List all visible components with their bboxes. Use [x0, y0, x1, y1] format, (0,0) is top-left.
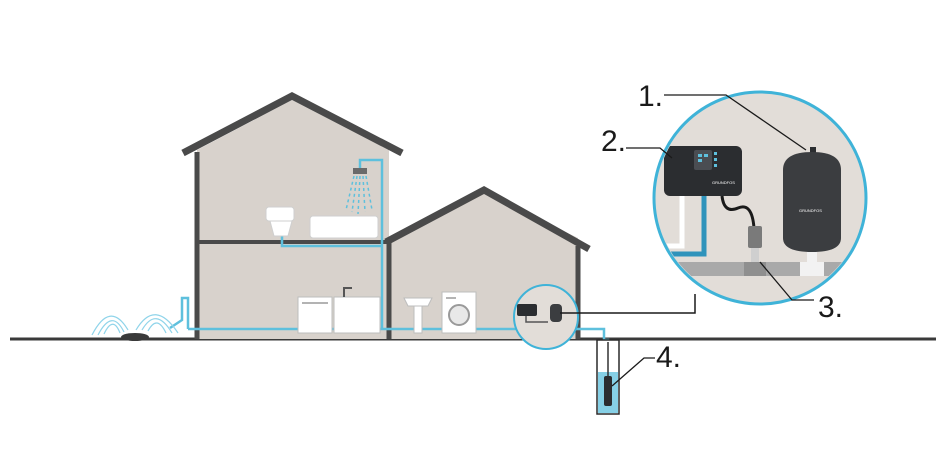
- callout-label-2: 2.: [601, 125, 627, 158]
- sprinkler-pipe: [169, 296, 190, 330]
- toilet-tank: [265, 206, 295, 222]
- annex-house-roof: [384, 186, 591, 253]
- zoom-inset: GRUNDFOS GRUNDFOS: [652, 90, 868, 306]
- submersible-pump: [604, 376, 612, 406]
- pressure-tank: GRUNDFOS: [783, 147, 841, 276]
- riser-pipe: [358, 158, 384, 329]
- bathtub: [309, 215, 379, 239]
- equipment-highlight: [513, 284, 579, 350]
- callout-label-3: 3.: [818, 291, 844, 324]
- kitchen-tap: [343, 287, 352, 297]
- tank-logo: GRUNDFOS: [799, 208, 822, 213]
- leader-4: [611, 357, 655, 387]
- washing-machine: [441, 291, 477, 334]
- mini-tank: [550, 304, 562, 322]
- callout-label-1: 1.: [638, 80, 664, 113]
- toilet-bowl: [269, 220, 293, 237]
- controller-logo: GRUNDFOS: [712, 180, 735, 185]
- toilet: [265, 206, 295, 237]
- pump-controller: GRUNDFOS: [664, 146, 742, 196]
- zoom-connector-line: [560, 294, 696, 314]
- kitchen-counter: [333, 296, 381, 334]
- sink: [403, 297, 433, 334]
- pressure-sensor: [744, 226, 766, 276]
- shower-water: [345, 175, 373, 215]
- main-house-roof: [181, 92, 404, 157]
- callout-leaders: [611, 94, 814, 387]
- toilet-pipe: [280, 232, 382, 248]
- kitchen: [297, 287, 381, 334]
- shower: [345, 168, 373, 215]
- lawn-sprinklers: [91, 314, 179, 336]
- callout-label-4: 4.: [656, 341, 682, 374]
- mini-controller: [517, 304, 537, 316]
- shower-head: [353, 168, 367, 174]
- well: [596, 339, 620, 415]
- leader-3: [759, 261, 814, 301]
- sprinkler-mound: [121, 333, 149, 341]
- leader-1: [664, 94, 807, 151]
- leader-2: [626, 147, 673, 159]
- sensor-cable: [720, 195, 756, 229]
